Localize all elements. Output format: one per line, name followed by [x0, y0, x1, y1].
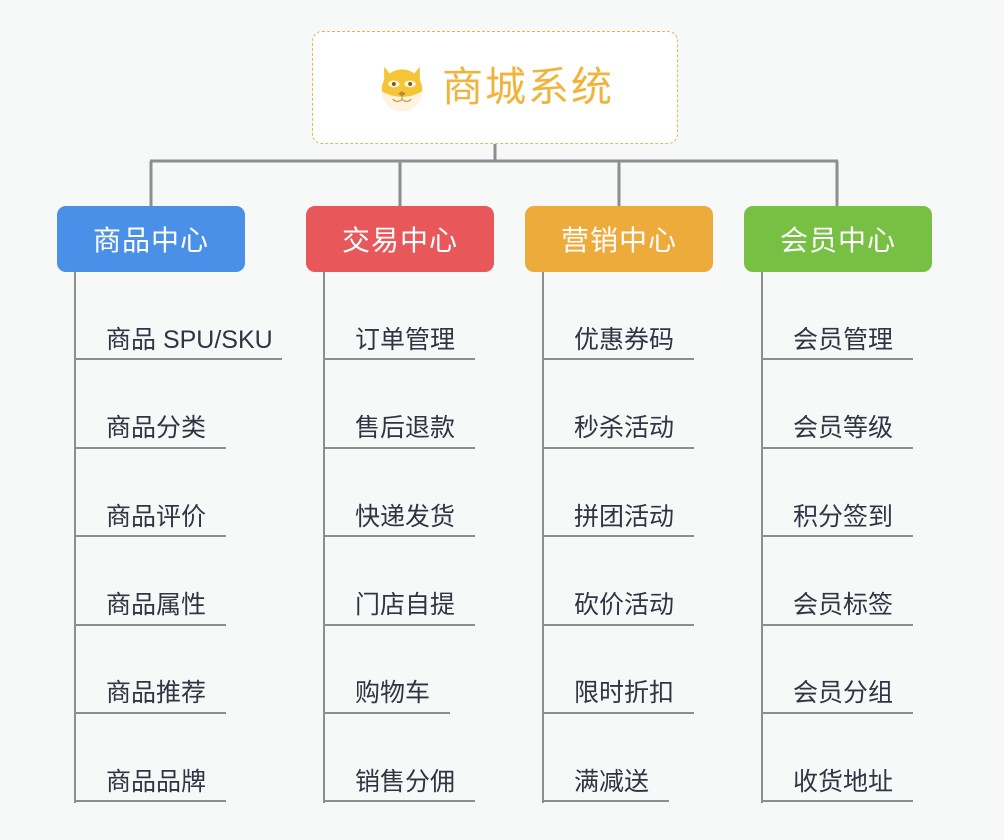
leaf-label: 收货地址 [793, 767, 894, 796]
leaf-label: 满减送 [574, 767, 650, 796]
list-item[interactable]: 销售分佣 [323, 714, 475, 803]
leaf-label: 拼团活动 [574, 502, 675, 531]
branch-header-label: 营销中心 [560, 225, 677, 256]
leaf-underline [542, 711, 694, 714]
list-item[interactable]: 购物车 [323, 626, 465, 714]
leaf-underline [542, 623, 694, 626]
leaf-list: 会员管理 会员等级 积分签到 会员标签 会员分组 收货地址 [761, 272, 913, 803]
leaf-underline [761, 535, 913, 538]
dog-face-icon [376, 62, 428, 114]
list-item[interactable]: 订单管理 [323, 272, 475, 361]
leaf-underline [323, 623, 475, 626]
leaf-underline [542, 535, 694, 538]
leaf-underline [74, 711, 226, 714]
list-item[interactable]: 优惠券码 [542, 272, 694, 361]
leaf-label: 会员等级 [793, 414, 894, 443]
list-item[interactable]: 商品评价 [74, 449, 283, 538]
leaf-label: 快递发货 [355, 502, 456, 531]
list-item[interactable]: 快递发货 [323, 449, 475, 538]
root-node[interactable]: 商城系统 [312, 31, 678, 144]
branch-header-0[interactable]: 商品中心 [57, 206, 245, 272]
leaf-underline [761, 446, 913, 449]
list-item[interactable]: 商品推荐 [74, 626, 283, 714]
list-item[interactable]: 拼团活动 [542, 449, 694, 538]
list-item[interactable]: 收货地址 [761, 714, 913, 803]
branch-header-label: 会员中心 [779, 225, 896, 256]
leaf-underline [761, 711, 913, 714]
leaf-underline [74, 623, 226, 626]
leaf-underline [761, 358, 913, 361]
leaf-underline [323, 800, 475, 803]
list-item[interactable]: 会员管理 [761, 272, 913, 361]
branch-spine [74, 272, 76, 803]
leaf-underline [323, 446, 475, 449]
leaf-list: 商品 SPU/SKU 商品分类 商品评价 商品属性 商品推荐 商品品牌 [74, 272, 283, 803]
list-item[interactable]: 商品分类 [74, 360, 283, 449]
list-item[interactable]: 商品品牌 [74, 714, 283, 803]
leaf-label: 限时折扣 [574, 679, 675, 708]
branch-header-1[interactable]: 交易中心 [306, 206, 494, 272]
leaf-label: 商品属性 [106, 591, 207, 620]
list-item[interactable]: 会员等级 [761, 360, 913, 449]
branch-spine [323, 272, 325, 803]
leaf-label: 商品推荐 [106, 679, 207, 708]
leaf-label: 商品评价 [106, 502, 207, 531]
leaf-label: 秒杀活动 [574, 414, 675, 443]
list-item[interactable]: 会员分组 [761, 626, 913, 714]
list-item[interactable]: 限时折扣 [542, 626, 694, 714]
leaf-underline [74, 800, 226, 803]
leaf-underline [761, 800, 913, 803]
leaf-label: 订单管理 [355, 325, 456, 354]
list-item[interactable]: 积分签到 [761, 449, 913, 538]
leaf-label: 购物车 [355, 679, 431, 708]
leaf-label: 砍价活动 [574, 591, 675, 620]
leaf-label: 优惠券码 [574, 325, 675, 354]
list-item[interactable]: 秒杀活动 [542, 360, 694, 449]
leaf-underline [542, 358, 694, 361]
leaf-underline [323, 711, 450, 714]
leaf-underline [761, 623, 913, 626]
list-item[interactable]: 商品属性 [74, 537, 283, 626]
leaf-underline [74, 358, 282, 361]
leaf-label: 门店自提 [355, 591, 456, 620]
list-item[interactable]: 满减送 [542, 714, 684, 803]
branch-header-2[interactable]: 营销中心 [525, 206, 713, 272]
leaf-underline [542, 800, 669, 803]
leaf-label: 商品分类 [106, 414, 207, 443]
branch-header-label: 商品中心 [92, 225, 209, 256]
leaf-underline [542, 446, 694, 449]
leaf-underline [323, 535, 475, 538]
leaf-label: 会员标签 [793, 591, 894, 620]
root-title: 商城系统 [442, 64, 614, 110]
leaf-label: 会员管理 [793, 325, 894, 354]
branch-spine [542, 272, 544, 803]
leaf-label: 积分签到 [793, 502, 894, 531]
leaf-label: 售后退款 [355, 414, 456, 443]
branch-header-label: 交易中心 [341, 225, 458, 256]
list-item[interactable]: 砍价活动 [542, 537, 694, 626]
branch-header-3[interactable]: 会员中心 [744, 206, 932, 272]
list-item[interactable]: 商品 SPU/SKU [74, 272, 283, 361]
leaf-underline [74, 446, 226, 449]
list-item[interactable]: 门店自提 [323, 537, 475, 626]
leaf-list: 订单管理 售后退款 快递发货 门店自提 购物车 销售分佣 [323, 272, 475, 803]
leaf-underline [74, 535, 226, 538]
branch-spine [761, 272, 763, 803]
leaf-label: 商品品牌 [106, 767, 207, 796]
leaf-label: 商品 SPU/SKU [106, 325, 273, 354]
leaf-list: 优惠券码 秒杀活动 拼团活动 砍价活动 限时折扣 满减送 [542, 272, 694, 803]
leaf-label: 销售分佣 [355, 767, 456, 796]
leaf-underline [323, 358, 475, 361]
list-item[interactable]: 售后退款 [323, 360, 475, 449]
list-item[interactable]: 会员标签 [761, 537, 913, 626]
leaf-label: 会员分组 [793, 679, 894, 708]
